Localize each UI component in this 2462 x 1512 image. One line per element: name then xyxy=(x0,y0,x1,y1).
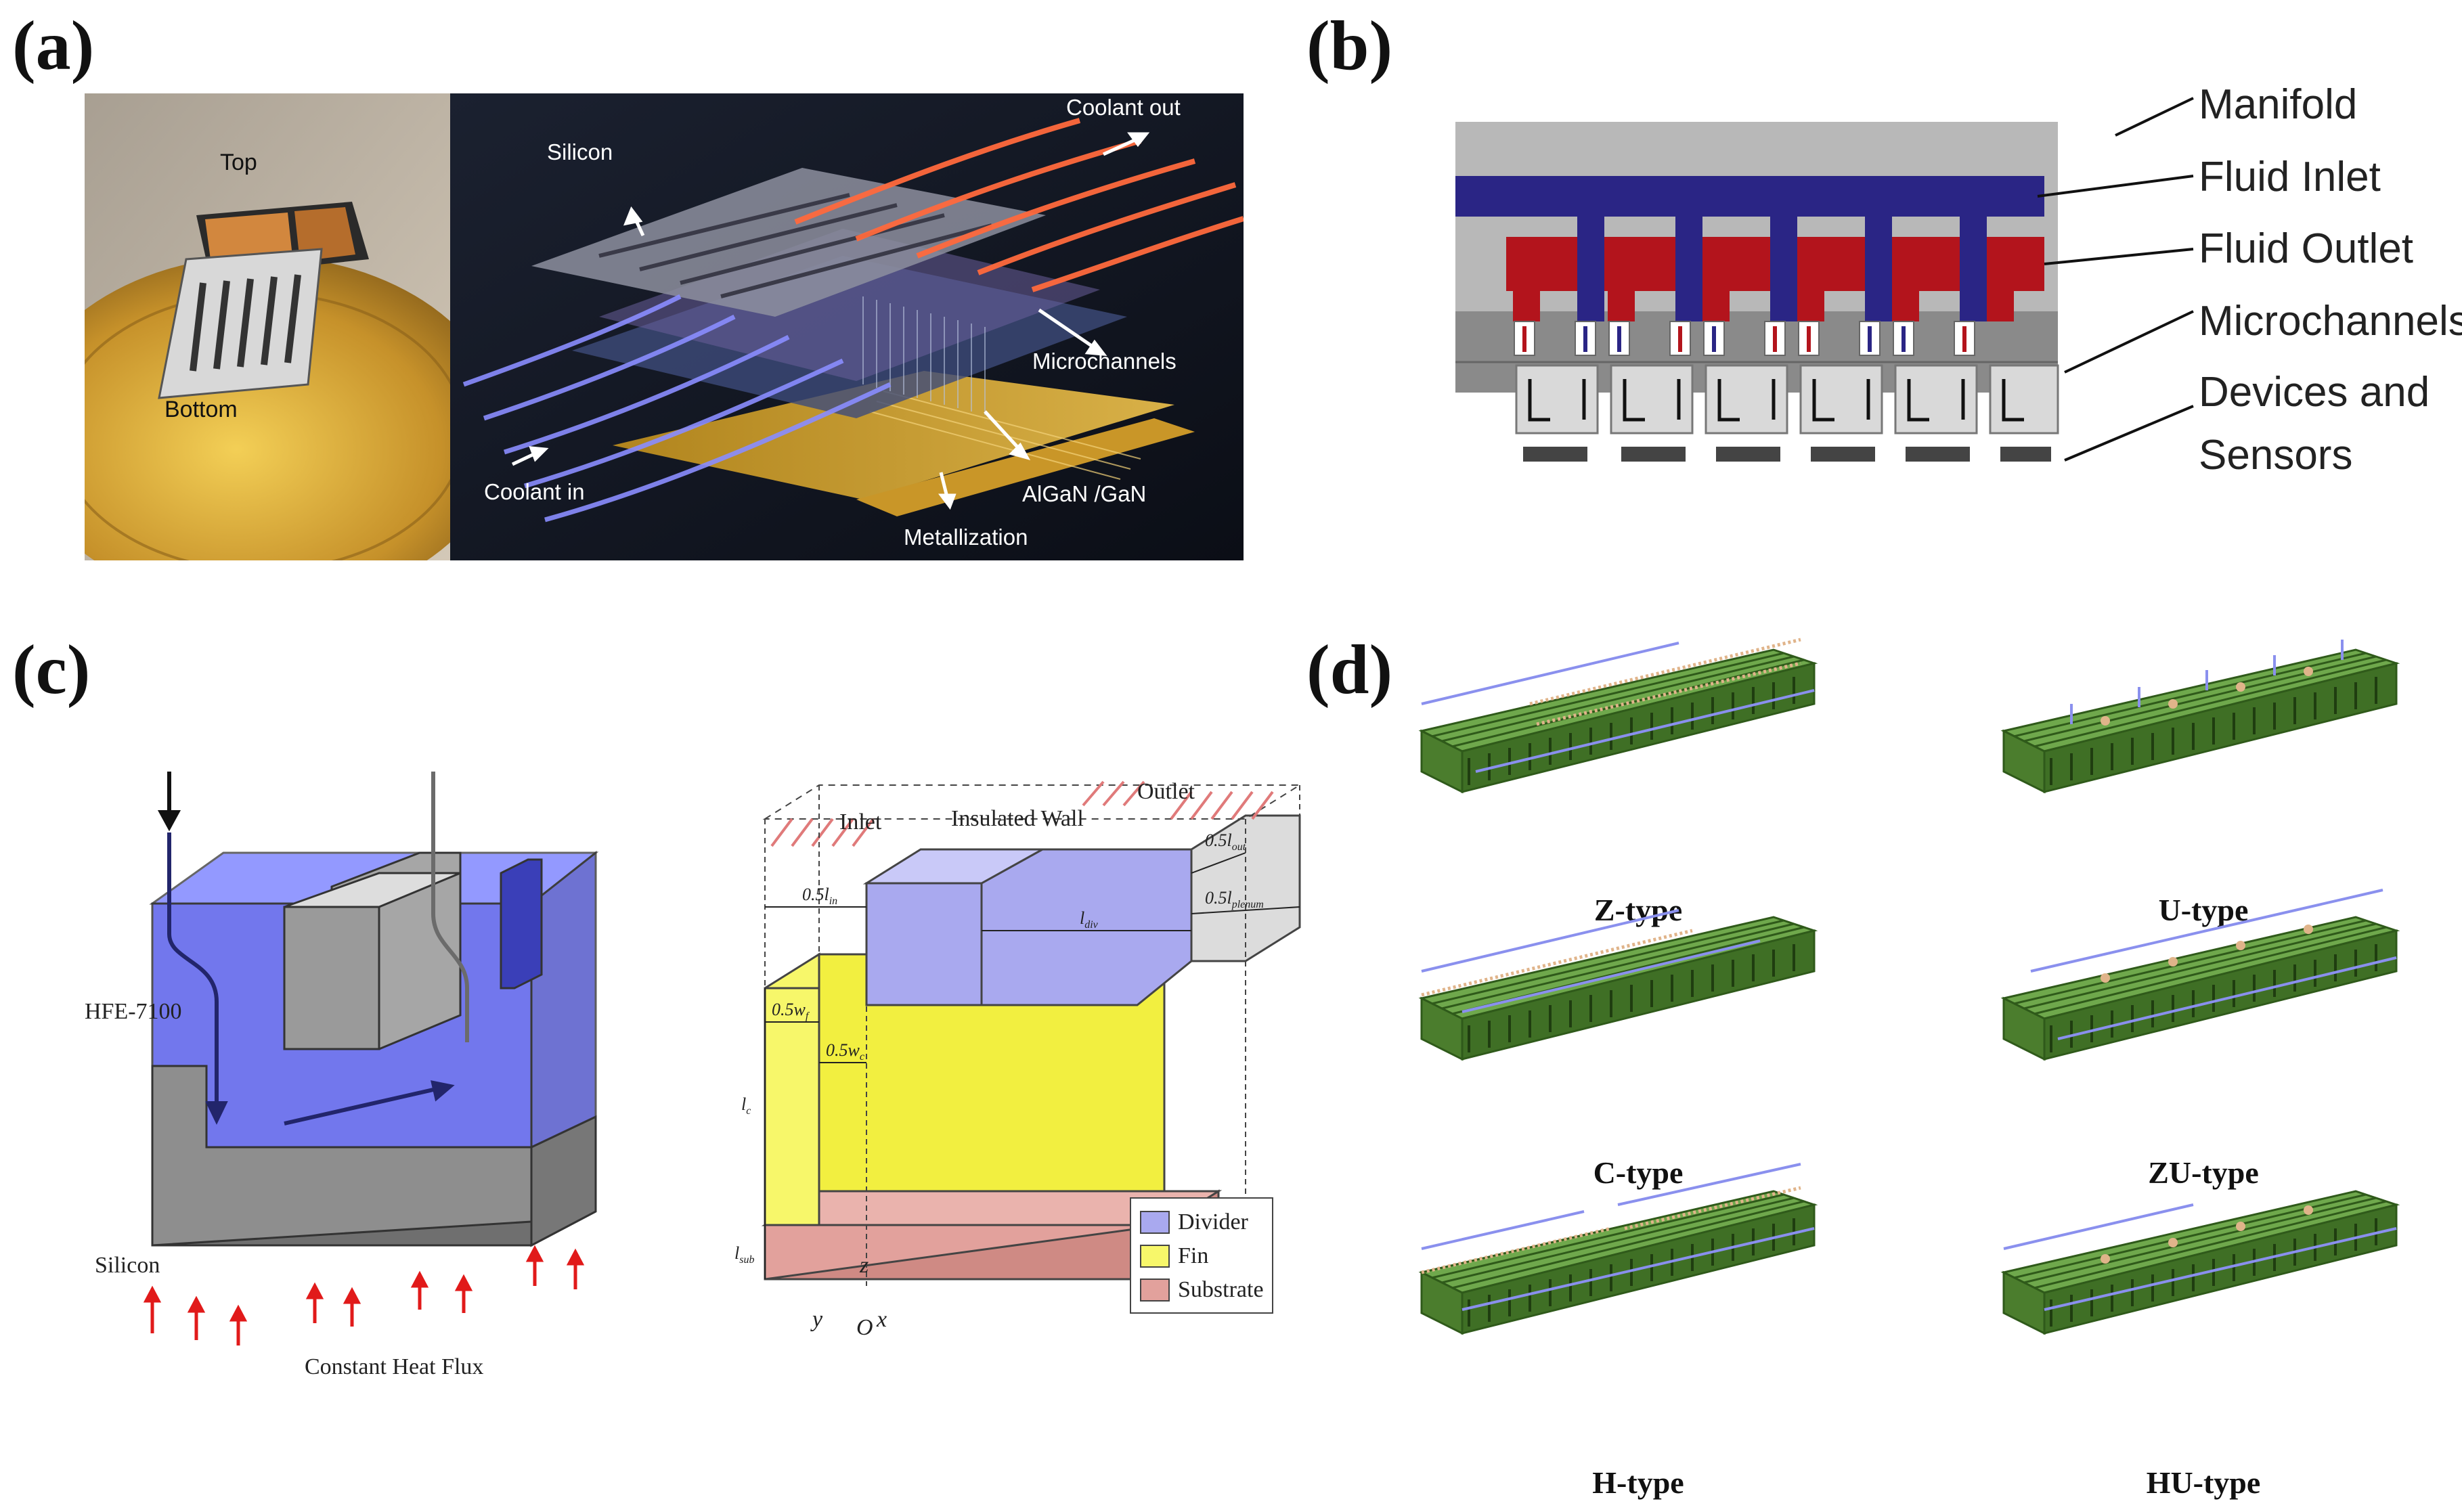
fluid-arrows xyxy=(157,690,387,832)
fluid-inlet xyxy=(1455,176,2044,321)
hfe-label: HFE-7100 xyxy=(85,999,182,1024)
legend: Divider Fin Substrate xyxy=(1130,1197,1273,1314)
legend-substrate: Substrate xyxy=(1178,1277,1264,1302)
half-wc-label: 0.5wc xyxy=(826,1040,864,1063)
coolant-out-flows xyxy=(794,118,1245,292)
half-l-out-label: 0.5lout xyxy=(1205,830,1246,853)
panel-c-right-figure: Inlet Insulated Wall Outlet 0.5lin ldiv … xyxy=(734,779,1302,1340)
u-type-label: U-type xyxy=(2159,893,2249,927)
panel-d-figure: Z-type U-type C-type xyxy=(1420,638,2398,1500)
metallization-pads xyxy=(613,371,1174,499)
heatsink-zu-type xyxy=(2002,889,2398,1061)
legend-swatch-substrate xyxy=(1140,1278,1170,1302)
heatsink-c-type xyxy=(1420,909,1816,1061)
inlet-label: Inlet xyxy=(839,809,882,835)
axis-x-label: x xyxy=(876,1307,887,1332)
insulated-hatch xyxy=(770,780,1274,847)
legend-divider: Divider xyxy=(1178,1209,1249,1235)
coolant-in-label: Coolant in xyxy=(484,479,585,504)
heatsink-z-type xyxy=(1420,638,1816,793)
fluid-outlet-label: Fluid Outlet xyxy=(2199,225,2413,272)
silicon-label: Silicon xyxy=(95,1253,160,1278)
heatsink-h-type xyxy=(1420,1163,1816,1335)
panel-b-figure: Manifold Fluid Inlet Fluid Outlet Microc… xyxy=(1455,81,2462,479)
heatsink-hu-type xyxy=(2002,1190,2398,1335)
coolant-out-label: Coolant out xyxy=(1066,95,1181,120)
heatsink-u-type xyxy=(2002,640,2398,793)
panel-a-figure: Top Bottom xyxy=(17,93,1245,608)
panel-d: Z-type U-type C-type xyxy=(1408,609,2450,1509)
devices xyxy=(1523,447,2051,462)
render-pointers xyxy=(511,132,1150,510)
half-l-in-label: 0.5lin xyxy=(802,885,837,907)
devices-label: Devices and xyxy=(2199,369,2430,416)
legend-swatch-divider xyxy=(1140,1211,1170,1234)
l-div-label: ldiv xyxy=(1080,908,1099,931)
manifold-label: Manifold xyxy=(2199,81,2357,128)
fluid-inlet-label: Fluid Inlet xyxy=(2199,154,2381,200)
divider xyxy=(865,882,983,1006)
silicon-slab xyxy=(531,168,1046,317)
panel-b: Manifold Fluid Inlet Fluid Outlet Microc… xyxy=(1449,81,2462,501)
zu-type-label: ZU-type xyxy=(2148,1155,2259,1190)
channel-indicators xyxy=(1514,321,1975,356)
l-c-label: lc xyxy=(741,1094,751,1117)
panel-c-left-figure: HFE-7100 Silicon Constant Heat Flux xyxy=(85,690,599,1379)
algan-label: AlGaN /GaN xyxy=(1022,481,1146,506)
h-type-label: H-type xyxy=(1592,1465,1684,1500)
heat-flux-label: Constant Heat Flux xyxy=(305,1354,483,1379)
silicon-label: Silicon xyxy=(547,139,613,164)
panel-c-label: (c) xyxy=(12,631,91,709)
sensors-label: Sensors xyxy=(2199,432,2352,479)
flow-arrows xyxy=(1528,379,2024,422)
origin-label: O xyxy=(856,1315,873,1340)
panel-c-left: HFE-7100 Silicon Constant Heat Flux xyxy=(81,690,609,1381)
dimension-lines xyxy=(764,852,1300,1279)
outlet-label: Outlet xyxy=(1137,779,1195,804)
hu-type-label: HU-type xyxy=(2147,1465,2261,1500)
axis-z-label: z xyxy=(859,1253,869,1278)
coin xyxy=(17,256,504,608)
photo-top-label: Top xyxy=(220,150,257,175)
leader-lines xyxy=(2037,97,2194,462)
microchannels-label: Microchannels xyxy=(2199,298,2462,344)
half-wf-label: 0.5wf xyxy=(772,1000,810,1022)
half-l-plenum-label: 0.5lplenum xyxy=(1205,888,1264,910)
axis-y-label: y xyxy=(810,1307,823,1332)
bottom-chip xyxy=(158,248,323,399)
legend-fin: Fin xyxy=(1178,1243,1208,1268)
z-type-label: Z-type xyxy=(1594,893,1682,927)
microchannel-cells xyxy=(1515,364,2059,435)
insulated-wall-label: Insulated Wall xyxy=(951,806,1084,831)
panel-b-label: (b) xyxy=(1306,7,1393,85)
metallization-label: Metallization xyxy=(904,525,1028,550)
panel-a-label: (a) xyxy=(12,7,95,85)
l-sub-label: lsub xyxy=(734,1243,754,1266)
heat-flux-arrows xyxy=(143,1245,585,1346)
panel-c-right: Inlet Insulated Wall Outlet 0.5lin ldiv … xyxy=(704,744,1313,1367)
c-type-label: C-type xyxy=(1593,1155,1684,1190)
microchannels-label: Microchannels xyxy=(1032,349,1177,374)
panel-d-label: (d) xyxy=(1306,631,1393,709)
legend-swatch-fin xyxy=(1140,1245,1170,1268)
microchannel-fins xyxy=(862,296,986,415)
coolant-in-flows xyxy=(462,294,892,522)
panel-a: Top Bottom xyxy=(17,93,1245,608)
photo-bottom-label: Bottom xyxy=(164,397,238,422)
